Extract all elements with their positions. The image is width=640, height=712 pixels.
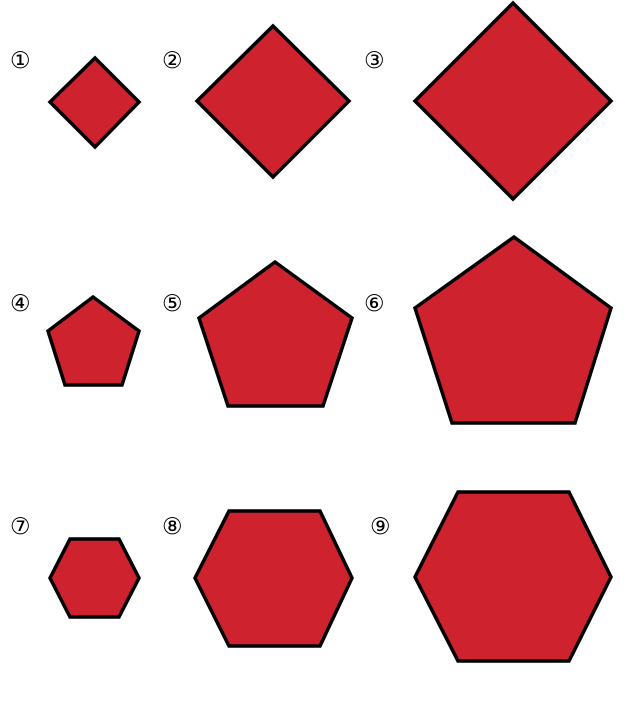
shape-label-8: ⑧: [162, 514, 183, 540]
pentagon-large: [412, 234, 614, 425]
shape-label-3: ③: [364, 48, 385, 74]
shape-label-6: ⑥: [364, 291, 385, 317]
pentagon-small: [45, 294, 142, 387]
hexagon-medium: [193, 509, 354, 648]
shape-label-7: ⑦: [10, 514, 31, 540]
square-small: [47, 55, 142, 150]
hexagon-large: [413, 490, 613, 663]
shape-label-1: ①: [10, 48, 31, 74]
square-large: [412, 0, 614, 202]
shape-label-5: ⑤: [162, 291, 183, 317]
shape-label-2: ②: [162, 48, 183, 74]
square-medium: [194, 23, 352, 180]
shape-label-4: ④: [10, 291, 31, 317]
hexagon-small: [48, 537, 141, 619]
pentagon-medium: [196, 259, 355, 408]
shape-label-9: ⑨: [370, 514, 391, 540]
